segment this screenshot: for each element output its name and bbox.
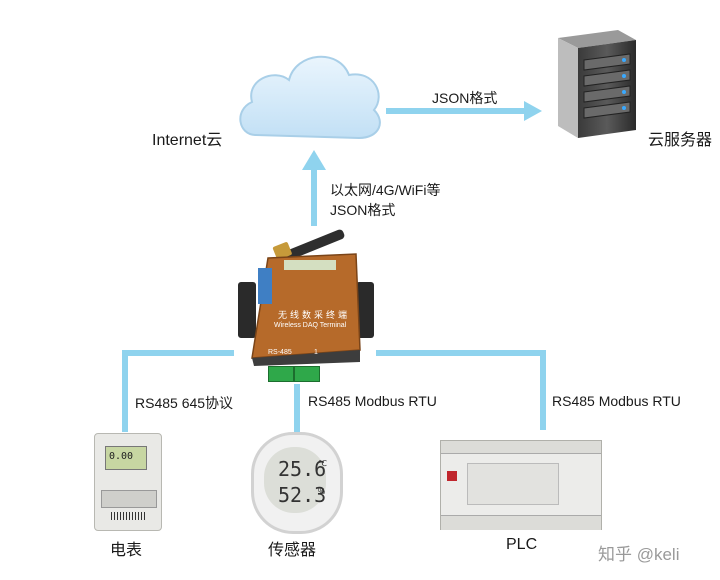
sensor-temperature: 25.6 bbox=[278, 457, 327, 481]
sensor-link-vertical bbox=[294, 384, 300, 432]
plc-bottom-strip bbox=[441, 515, 601, 530]
plc-top-strip bbox=[441, 441, 601, 454]
sensor-screen bbox=[264, 447, 326, 513]
device-cloud-arrowhead bbox=[302, 150, 326, 170]
meter-link-vertical bbox=[122, 350, 128, 432]
device-cloud-edge-label-1: 以太网/4G/WiFi等 bbox=[330, 182, 441, 198]
server-label: 云服务器 bbox=[648, 132, 713, 149]
plc-link-vertical bbox=[540, 350, 546, 430]
terminal-body bbox=[251, 253, 361, 366]
sensor-temp-unit: ℃ bbox=[318, 459, 327, 468]
plc-front-panel bbox=[467, 463, 559, 505]
terminal-block-left bbox=[268, 366, 294, 382]
meter-device: 0.00 bbox=[94, 433, 162, 531]
sensor-humidity: 52.3 bbox=[278, 483, 327, 507]
terminal-subtitle: Wireless DAQ Terminal bbox=[274, 322, 347, 329]
meter-reading: 0.00 bbox=[109, 451, 134, 462]
plc-link-horizontal bbox=[376, 350, 546, 356]
sensor-device: 25.6 ℃ 52.3 % bbox=[251, 432, 343, 534]
mount-ear-right bbox=[356, 282, 374, 338]
daq-terminal: 无线数采终端 Wireless DAQ Terminal RS-485 1 bbox=[232, 220, 382, 390]
mount-ear-left bbox=[238, 282, 256, 338]
meter-terminal-strip bbox=[101, 490, 157, 508]
cloud-server-arrowhead bbox=[524, 101, 542, 121]
meter-link-horizontal bbox=[122, 350, 234, 356]
cloud-icon bbox=[239, 55, 381, 140]
terminal-title: 无线数采终端 bbox=[278, 310, 351, 320]
device-cloud-edge-label-2: JSON格式 bbox=[330, 202, 396, 218]
cloud-server-edge-label: JSON格式 bbox=[432, 90, 498, 106]
device-cloud-link bbox=[311, 168, 317, 226]
plc-label: PLC bbox=[506, 536, 538, 553]
sensor-link-label: RS485 Modbus RTU bbox=[308, 393, 437, 409]
cloud-server-link bbox=[386, 108, 526, 114]
plc-logo bbox=[447, 471, 457, 481]
meter-label: 电表 bbox=[110, 542, 143, 559]
meter-screen bbox=[105, 446, 147, 470]
sensor-label: 传感器 bbox=[268, 542, 317, 559]
port-label: RS-485 bbox=[268, 349, 292, 356]
plc-link-label: RS485 Modbus RTU bbox=[552, 393, 681, 409]
antenna-icon bbox=[272, 229, 345, 263]
server-icon bbox=[558, 30, 636, 138]
plc-device bbox=[440, 440, 602, 530]
terminal-block-right bbox=[294, 366, 320, 382]
meter-barcode bbox=[111, 512, 145, 520]
cloud-label: Internet云 bbox=[152, 132, 223, 149]
watermark: 知乎 @keli bbox=[598, 545, 680, 564]
port-label-2: 1 bbox=[314, 349, 318, 356]
sensor-hum-unit: % bbox=[318, 487, 326, 496]
meter-link-label: RS485 645协议 bbox=[135, 395, 234, 411]
